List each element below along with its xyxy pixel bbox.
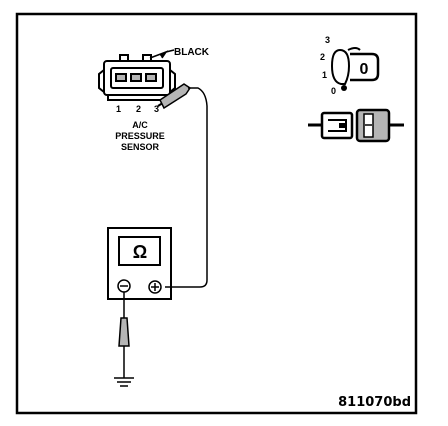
key-head-zero: 0: [360, 61, 369, 78]
ohm-symbol: Ω: [133, 242, 147, 262]
key-position-0: 0: [331, 86, 336, 96]
figure-code: 811070bd: [338, 395, 411, 410]
key-position-2: 2: [320, 52, 325, 62]
sensor-label-line2: PRESSURE: [115, 131, 165, 141]
wire-color-label: BLACK: [174, 47, 210, 58]
ground-symbol: [114, 377, 134, 387]
sensor-label-line3: SENSOR: [121, 142, 160, 152]
pressure-sensor-connector: [98, 54, 176, 101]
pin-number-3: 3: [154, 104, 159, 114]
sensor-label-line1: A/C: [132, 120, 148, 130]
disconnected-connector-icon: [308, 108, 404, 143]
black-wire-leader: [149, 49, 175, 59]
diagram-frame: [15, 12, 418, 415]
pin-number-1: 1: [116, 104, 121, 114]
ignition-key-icon: 0: [330, 47, 380, 91]
key-position-1: 1: [322, 70, 327, 80]
ohmmeter: [107, 227, 172, 300]
negative-test-probe: [118, 292, 130, 378]
key-position-3: 3: [325, 35, 330, 45]
pin-number-2: 2: [136, 104, 141, 114]
positive-test-probe: [157, 83, 208, 110]
positive-lead-wire: [165, 106, 208, 288]
